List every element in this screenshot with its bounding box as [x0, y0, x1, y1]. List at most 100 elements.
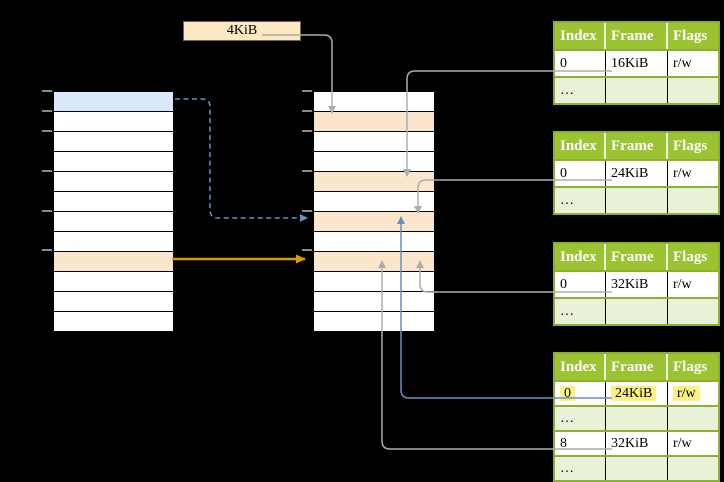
header-cell-flags: Flags — [668, 23, 718, 49]
cell-index: 8 — [555, 432, 606, 455]
cell-flags: r/w — [668, 382, 718, 405]
cell-frame: 32KiB — [606, 432, 668, 455]
header-cell-frame: Frame — [606, 133, 668, 159]
cell-frame: 16KiB — [606, 51, 668, 76]
cell-flags — [668, 188, 718, 213]
address-tick — [42, 249, 52, 251]
virtual-cell-blue — [54, 92, 173, 111]
cell-index: … — [555, 78, 606, 103]
header-cell-flags: Flags — [668, 354, 718, 380]
cell-index: 0 — [555, 161, 606, 186]
address-tick — [302, 170, 312, 172]
physical-cell-peach — [314, 111, 434, 131]
arrow-dashed-virtual-lookup — [175, 98, 308, 222]
address-tick — [42, 130, 52, 132]
header-cell-index: Index — [555, 133, 606, 159]
cell-flags — [668, 407, 718, 430]
physical-cell-peach — [314, 251, 434, 271]
virtual-cell-white — [54, 231, 173, 251]
virtual-cell-white — [54, 131, 173, 151]
physical-cell-white — [314, 291, 434, 311]
virtual-cell-white — [54, 271, 173, 291]
cell-frame: 32KiB — [606, 272, 668, 297]
cell-frame — [606, 457, 668, 480]
physical-cell-white — [314, 271, 434, 291]
page-size-label: 4KiB — [183, 21, 301, 41]
header-cell-index: Index — [555, 244, 606, 270]
page-table-row: 0 24KiB r/w — [555, 380, 718, 405]
virtual-cell-white — [54, 311, 173, 331]
physical-memory-column — [313, 91, 435, 332]
address-tick — [42, 90, 52, 92]
header-cell-frame: Frame — [606, 23, 668, 49]
virtual-cell-white — [54, 291, 173, 311]
page-table-row: … — [555, 186, 718, 213]
cell-frame — [606, 78, 668, 103]
physical-cell-white — [314, 231, 434, 251]
page-table-row: … — [555, 405, 718, 430]
physical-cell-white — [314, 151, 434, 171]
cell-flags — [668, 457, 718, 480]
cell-flags — [668, 78, 718, 103]
header-cell-index: Index — [555, 354, 606, 380]
cell-flags — [668, 299, 718, 324]
cell-frame: 24KiB — [606, 161, 668, 186]
cell-flags: r/w — [668, 161, 718, 186]
virtual-cell-peach — [54, 251, 173, 271]
physical-cell-white — [314, 191, 434, 211]
cell-index: … — [555, 407, 606, 430]
address-tick — [302, 210, 312, 212]
highlighted-value: 0 — [560, 386, 575, 401]
header-cell-flags: Flags — [668, 244, 718, 270]
page-table-row: … — [555, 297, 718, 324]
physical-cell-white — [314, 311, 434, 331]
header-cell-frame: Frame — [606, 354, 668, 380]
page-table-row: … — [555, 455, 718, 480]
virtual-cell-white — [54, 111, 173, 131]
cell-frame: 24KiB — [606, 382, 668, 405]
virtual-cell-white — [54, 191, 173, 211]
address-tick — [42, 110, 52, 112]
header-cell-index: Index — [555, 23, 606, 49]
virtual-cell-white — [54, 171, 173, 191]
cell-index: … — [555, 188, 606, 213]
virtual-cell-white — [54, 151, 173, 171]
header-cell-flags: Flags — [668, 133, 718, 159]
cell-flags: r/w — [668, 272, 718, 297]
virtual-cell-white — [54, 211, 173, 231]
physical-cell-white — [314, 92, 434, 111]
physical-cell-white — [314, 131, 434, 151]
physical-cell-peach — [314, 211, 434, 231]
cell-frame — [606, 299, 668, 324]
cell-index: 0 — [555, 382, 606, 405]
physical-cell-peach — [314, 171, 434, 191]
cell-frame — [606, 407, 668, 430]
address-tick — [302, 90, 312, 92]
cell-index: 0 — [555, 51, 606, 76]
virtual-memory-column — [53, 91, 174, 332]
cell-index: … — [555, 299, 606, 324]
header-cell-frame: Frame — [606, 244, 668, 270]
address-tick — [42, 170, 52, 172]
cell-flags: r/w — [668, 432, 718, 455]
address-tick — [302, 130, 312, 132]
page-table-row: … — [555, 76, 718, 103]
address-tick — [42, 210, 52, 212]
cell-flags: r/w — [668, 51, 718, 76]
address-tick — [302, 249, 312, 251]
address-tick — [302, 110, 312, 112]
cell-frame — [606, 188, 668, 213]
highlighted-value: 24KiB — [611, 386, 657, 401]
